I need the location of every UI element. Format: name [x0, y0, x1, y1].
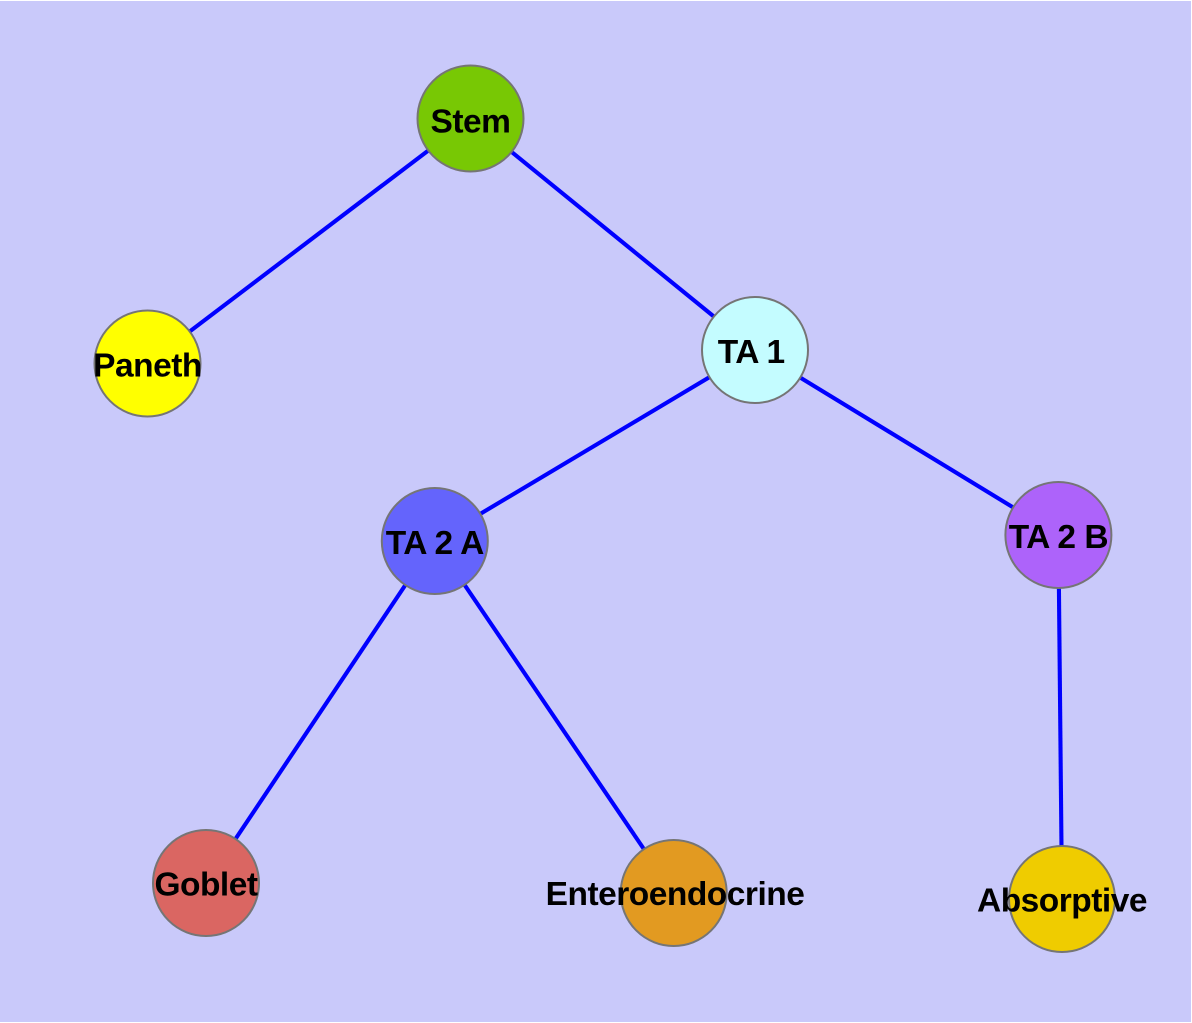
svg-text:Stem: Stem [431, 103, 511, 140]
svg-text:TA 2 A: TA 2 A [386, 525, 484, 562]
svg-text:Enteroendocrine: Enteroendocrine [546, 876, 805, 913]
svg-text:Goblet: Goblet [154, 867, 257, 904]
svg-text:Paneth: Paneth [93, 347, 202, 384]
svg-text:TA 1: TA 1 [718, 334, 785, 371]
svg-text:Absorptive: Absorptive [977, 883, 1147, 920]
svg-text:TA 2 B: TA 2 B [1009, 519, 1108, 556]
